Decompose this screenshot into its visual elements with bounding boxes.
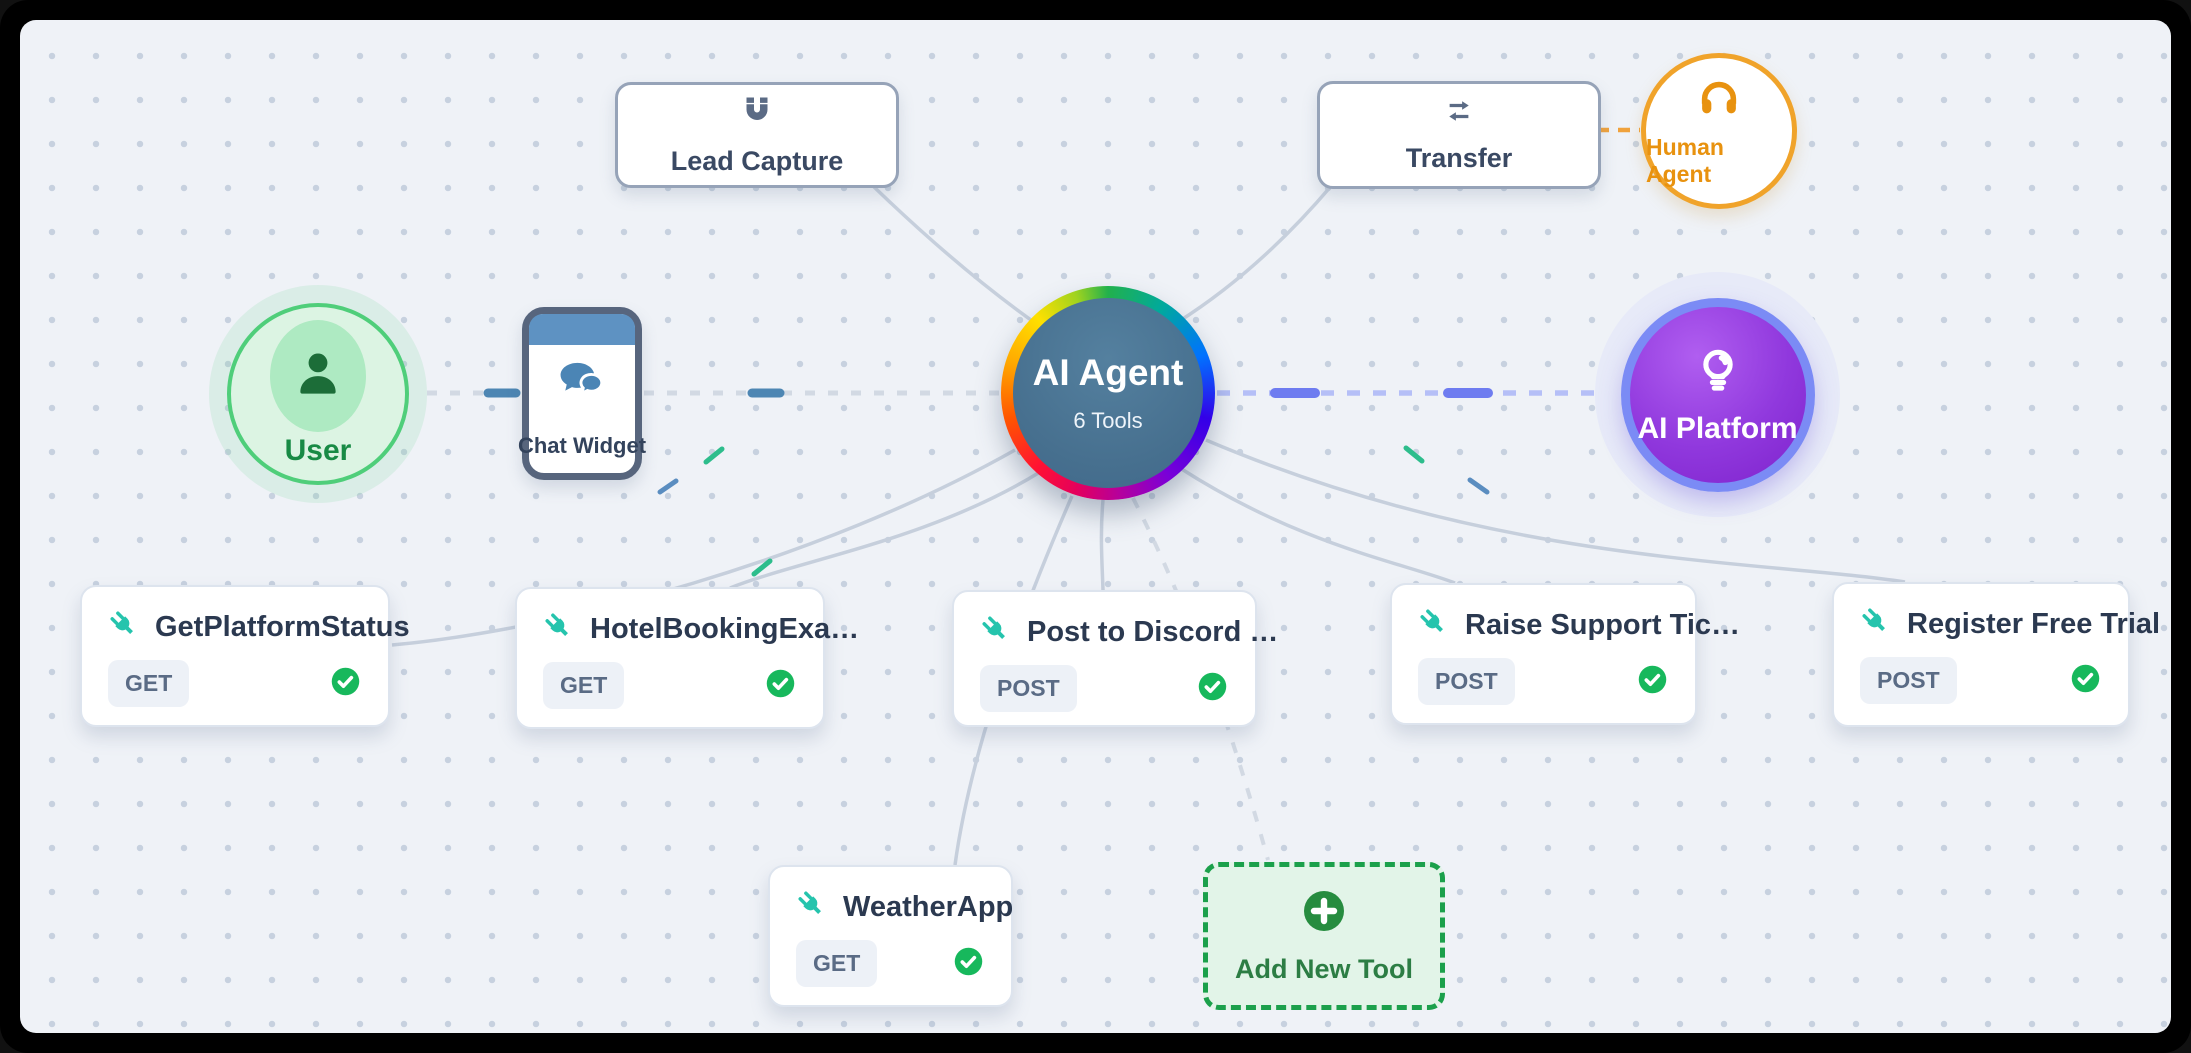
chat-bubbles-icon (558, 361, 606, 406)
add-new-tool-button[interactable]: Add New Tool (1203, 862, 1445, 1010)
magnet-icon (739, 93, 775, 134)
headset-icon (1696, 75, 1742, 126)
edge-agent-to-tool-5[interactable] (1205, 438, 1906, 584)
tool-card-hotelbooking[interactable]: HotelBookingExa… GET (515, 587, 859, 729)
node-label: AI Platform (1637, 412, 1798, 445)
edge-transfer-to-agent[interactable] (1177, 183, 1334, 324)
plug-icon (980, 614, 1012, 651)
node-ai-platform[interactable]: AI Platform (1595, 272, 1840, 517)
tick-green-3 (1403, 445, 1425, 464)
flow-canvas[interactable]: Lead Capture Transfer Hum (20, 20, 2171, 1033)
check-circle-icon (329, 665, 362, 703)
node-label: AI Agent (1032, 352, 1184, 393)
tool-title: Post to Discord … (1027, 616, 1279, 648)
tool-card-getplatformstatus[interactable]: GetPlatformStatus GET (80, 585, 410, 727)
node-user[interactable]: User (209, 285, 427, 503)
method-badge: POST (1860, 657, 1957, 704)
edge-agent-to-tool-3[interactable] (1099, 499, 1105, 591)
lightbulb-icon (1690, 343, 1746, 404)
node-label: User (284, 434, 352, 467)
tool-title: Register Free Trial (1907, 608, 2161, 640)
edge-lead-capture-to-agent[interactable] (870, 183, 1040, 327)
method-badge: GET (796, 940, 878, 987)
edge-agent-to-tool-4[interactable] (1179, 466, 1456, 585)
tool-card-post-to-discord[interactable]: Post to Discord … POST (952, 590, 1278, 727)
plug-icon (796, 889, 828, 926)
node-label: Human Agent (1646, 133, 1724, 187)
check-circle-icon (952, 945, 985, 983)
node-transfer[interactable]: Transfer (1317, 81, 1601, 189)
user-circle: User (227, 303, 409, 485)
plus-circle-icon (1300, 887, 1348, 940)
tick-green-2 (751, 558, 773, 577)
plug-icon (108, 609, 140, 646)
person-icon (289, 345, 347, 408)
tool-card-raise-support-ticket[interactable]: Raise Support Tic… POST (1390, 583, 1740, 725)
plug-icon (543, 611, 575, 648)
plug-icon (1860, 606, 1892, 643)
ai-agent-body: AI Agent 6 Tools (1013, 298, 1203, 488)
plug-icon (1418, 607, 1450, 644)
transfer-arrows-icon (1440, 96, 1478, 131)
tool-title: Raise Support Tic… (1465, 609, 1741, 641)
node-ai-agent[interactable]: AI Agent 6 Tools (1001, 286, 1215, 500)
check-circle-icon (764, 667, 797, 705)
node-label: Chat Widget (517, 433, 647, 458)
check-circle-icon (2069, 662, 2102, 700)
tick-green-1 (703, 446, 725, 465)
tool-card-register-free-trial[interactable]: Register Free Trial POST (1832, 582, 2160, 727)
node-lead-capture[interactable]: Lead Capture (615, 82, 899, 188)
node-label: Lead Capture (670, 146, 844, 176)
edge-agent-to-tool-1[interactable] (391, 448, 1016, 647)
tool-title: WeatherApp (843, 891, 1014, 923)
method-badge: POST (980, 665, 1077, 712)
node-chat-widget[interactable]: Chat Widget (518, 307, 646, 480)
node-label: Add New Tool (1235, 954, 1413, 984)
ai-agent-subtitle: 6 Tools (1073, 408, 1143, 433)
edges-layer (391, 127, 1906, 866)
tick-blue-1 (657, 478, 679, 495)
tool-card-weatherapp[interactable]: WeatherApp GET (768, 865, 1013, 1007)
check-circle-icon (1196, 670, 1229, 708)
tool-title: HotelBookingExa… (590, 613, 860, 645)
tick-blue-2 (1467, 477, 1490, 495)
edge-agent-to-tool-2[interactable] (729, 470, 1041, 590)
check-circle-icon (1636, 663, 1669, 701)
method-badge: GET (543, 662, 625, 709)
method-badge: POST (1418, 658, 1515, 705)
node-label: Transfer (1405, 143, 1513, 173)
ai-platform-body: AI Platform (1620, 297, 1815, 492)
tool-title: GetPlatformStatus (155, 611, 410, 643)
phone-header-bar (529, 314, 635, 345)
avatar (270, 320, 366, 432)
method-badge: GET (108, 660, 190, 707)
node-human-agent[interactable]: Human Agent (1641, 53, 1797, 209)
